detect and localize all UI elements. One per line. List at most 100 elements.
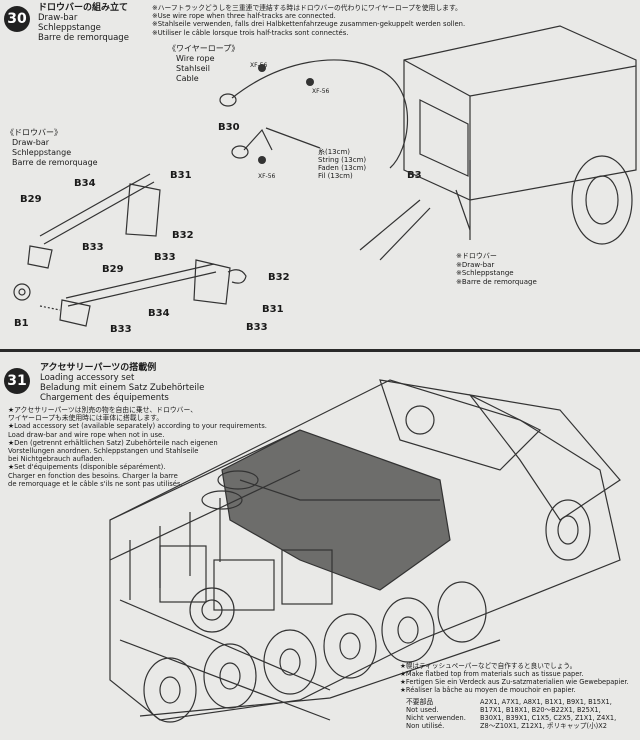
unused-jp: 不要部品 xyxy=(406,698,434,706)
unused-line-1: A2X1, A7X1, A8X1, B1X1, B9X1, B15X1, xyxy=(480,698,612,706)
drawbar-callout: ※ドロウバー ※Draw-bar ※Schleppstange ※Barre d… xyxy=(456,252,537,286)
wire-rope-label: 《ワイヤーロープ》 Wire rope Stahlseil Cable xyxy=(168,44,239,84)
drawbar-callout-de: ※Schleppstange xyxy=(456,269,514,277)
part-xf56-c: XF-56 xyxy=(258,173,276,180)
step-31-note-6: bei Nichtgebrauch aufladen. xyxy=(8,455,105,464)
step-31-note-8: Charger en fonction des besoins. Charger… xyxy=(8,471,178,480)
part-b34-a: B34 xyxy=(74,178,96,189)
wire-note-fr: ※Utiliser le câble lorsque trois half-tr… xyxy=(152,28,349,37)
string-de: Faden (13cm) xyxy=(318,164,367,172)
drawbar-fr: Barre de remorquage xyxy=(12,158,98,167)
part-b31-a: B31 xyxy=(170,170,192,181)
step-30-title-de: Schleppstange xyxy=(38,23,101,33)
unused-line-2: B17X1, B18X1, B20〜B22X1, B25X1, xyxy=(480,706,601,714)
part-b3: B3 xyxy=(407,170,422,181)
step-31-title-de: Beladung mit einem Satz Zubehörteile xyxy=(40,383,205,393)
unused-line-4: Z8〜Z10X1, Z12X1, ポリキャップ(小)X2 xyxy=(480,722,607,730)
vehicle-track xyxy=(571,155,633,245)
wire-rope-de: Stahlseil xyxy=(176,64,210,73)
drawbar-en: Draw-bar xyxy=(12,138,50,147)
step-31-title-en: Loading accessory set xyxy=(40,373,135,383)
hood xyxy=(468,394,621,521)
step-31-number: 31 xyxy=(4,368,30,394)
step-31-note-4: ★Den (getrennt erhältlichen Satz) Zubehö… xyxy=(8,438,218,447)
track-bottom xyxy=(139,639,501,717)
tarp-note-jp: ★幌はティッシュペーパーなどで自作すると良いでしょう。 xyxy=(400,662,577,670)
unused-line-3: B30X1, B39X1, C1X5, C2X5, Z1X1, Z4X1, xyxy=(480,714,617,722)
string-label: 糸(13cm) String (13cm) Faden (13cm) Fil (… xyxy=(318,148,366,180)
step-31-note-1: ワイヤーロープも未使用時には車体に搭載します。 xyxy=(8,414,164,423)
vehicle-rear xyxy=(403,25,637,201)
part-xf56-b: XF-56 xyxy=(312,88,330,95)
step-30-title: ドロウバーの組み立て Draw-bar Schleppstange Barre … xyxy=(38,3,129,43)
part-b33-c: B33 xyxy=(110,324,132,335)
part-b29-b: B29 xyxy=(102,264,124,275)
unused-en: Not used. xyxy=(406,706,439,714)
drawbar-de: Schleppstange xyxy=(12,148,72,157)
paint-dot-c xyxy=(258,156,266,164)
step-30-title-fr: Barre de remorquage xyxy=(38,33,129,43)
section-divider xyxy=(0,349,640,352)
step-31-note-3: Load draw-bar and wire rope when not in … xyxy=(8,430,165,439)
part-b33-d: B33 xyxy=(246,322,268,333)
drawbar-jp: 《ドロウバー》 xyxy=(6,128,62,137)
drawbar-callout-en: ※Draw-bar xyxy=(456,260,495,269)
step-31-note-5: Vorstellungen anordnen. Schleppstangen u… xyxy=(8,447,199,456)
wire-rope-fr: Cable xyxy=(176,74,199,83)
step-30-wire-note: ※ハーフトラックどうしを三重連で連結する時はドロウバーの代わりにワイヤーロープを… xyxy=(152,4,465,37)
part-b33-a: B33 xyxy=(82,242,104,253)
paint-dot-b xyxy=(306,78,314,86)
string-fr: Fil (13cm) xyxy=(318,172,353,180)
front-wheel xyxy=(545,499,591,561)
part-b33-b: B33 xyxy=(154,252,176,263)
step-31-note-0: ★アクセサリーパーツは別売の物を自由に乗せ、ドロウバー、 xyxy=(8,406,197,414)
wire-rope-en: Wire rope xyxy=(176,54,215,63)
part-b31-b: B31 xyxy=(262,304,284,315)
wire-note-en: ※Use wire rope when three half-tracks ar… xyxy=(152,12,336,21)
string-jp: 糸(13cm) xyxy=(318,148,351,156)
wire-note-de: ※Stahlseile verwenden, falls drei Halbke… xyxy=(152,20,466,29)
step-31-note-7: ★Set d'équipements (disponible séparémen… xyxy=(8,463,166,472)
step-30-diagram xyxy=(13,25,637,327)
drawbar-callout-jp: ※ドロウバー xyxy=(456,252,497,260)
part-b29-a: B29 xyxy=(20,194,42,205)
step-30-number: 30 xyxy=(4,6,30,32)
part-b30: B30 xyxy=(218,122,240,133)
tarp-note-en: ★Make flatbed top from materials such as… xyxy=(400,670,584,678)
halftrack-body xyxy=(109,379,621,721)
part-b1: B1 xyxy=(14,318,29,329)
steering-wheel xyxy=(405,405,435,435)
step-30-title-jp: ドロウバーの組み立て xyxy=(38,3,129,13)
cargo-load xyxy=(159,470,333,633)
tarp-note-de: ★Fertigen Sie ein Verdeck aus Zu-satzmat… xyxy=(400,678,629,686)
wire-rope-line xyxy=(231,59,409,169)
wire-note-jp: ※ハーフトラックどうしを三重連で連結する時はドロウバーの代わりにワイヤーロープを… xyxy=(152,4,462,12)
drawbar-label: 《ドロウバー》 Draw-bar Schleppstange Barre de … xyxy=(6,128,98,168)
part-b32-b: B32 xyxy=(268,272,290,283)
unused-fr: Non utilisé. xyxy=(406,722,445,730)
step-31-note-2: ★Load accessory set (available separatel… xyxy=(8,422,267,431)
step-31-notes: ★アクセサリーパーツは別売の物を自由に乗せ、ドロウバー、 ワイヤーロープも未使用… xyxy=(8,406,267,488)
step-30-title-en: Draw-bar xyxy=(38,13,78,23)
tarp-note-fr: ★Réaliser la bâche au moyen de mouchoir … xyxy=(400,686,576,694)
wire-rope-jp: 《ワイヤーロープ》 xyxy=(168,44,240,53)
part-b32-a: B32 xyxy=(172,230,194,241)
part-xf56-a: XF-56 xyxy=(250,62,268,69)
step-31-title-jp: アクセサリーパーツの搭載例 xyxy=(40,363,157,373)
part-b34-b: B34 xyxy=(148,308,170,319)
step-31-note-9: de remorquage et le câble s'ils ne sont … xyxy=(8,479,183,488)
drawbar-callout-fr: ※Barre de remorquage xyxy=(456,277,537,286)
step-31-title-fr: Chargement des équipements xyxy=(40,393,169,403)
tarp-notes: ★幌はティッシュペーパーなどで自作すると良いでしょう。 ★Make flatbe… xyxy=(400,662,629,694)
cab xyxy=(379,379,542,471)
paint-dot-a xyxy=(258,64,266,72)
step-31-title: アクセサリーパーツの搭載例 Loading accessory set Bela… xyxy=(40,363,204,403)
tarp xyxy=(221,429,451,591)
unused-parts-label: 不要部品 Not used. Nicht verwenden. Non util… xyxy=(406,698,466,730)
unused-parts-list: A2X1, A7X1, A8X1, B1X1, B9X1, B15X1, B17… xyxy=(480,698,616,730)
unused-de: Nicht verwenden. xyxy=(406,714,466,722)
drawbar-lower xyxy=(65,263,215,299)
string-en: String (13cm) xyxy=(318,156,367,164)
